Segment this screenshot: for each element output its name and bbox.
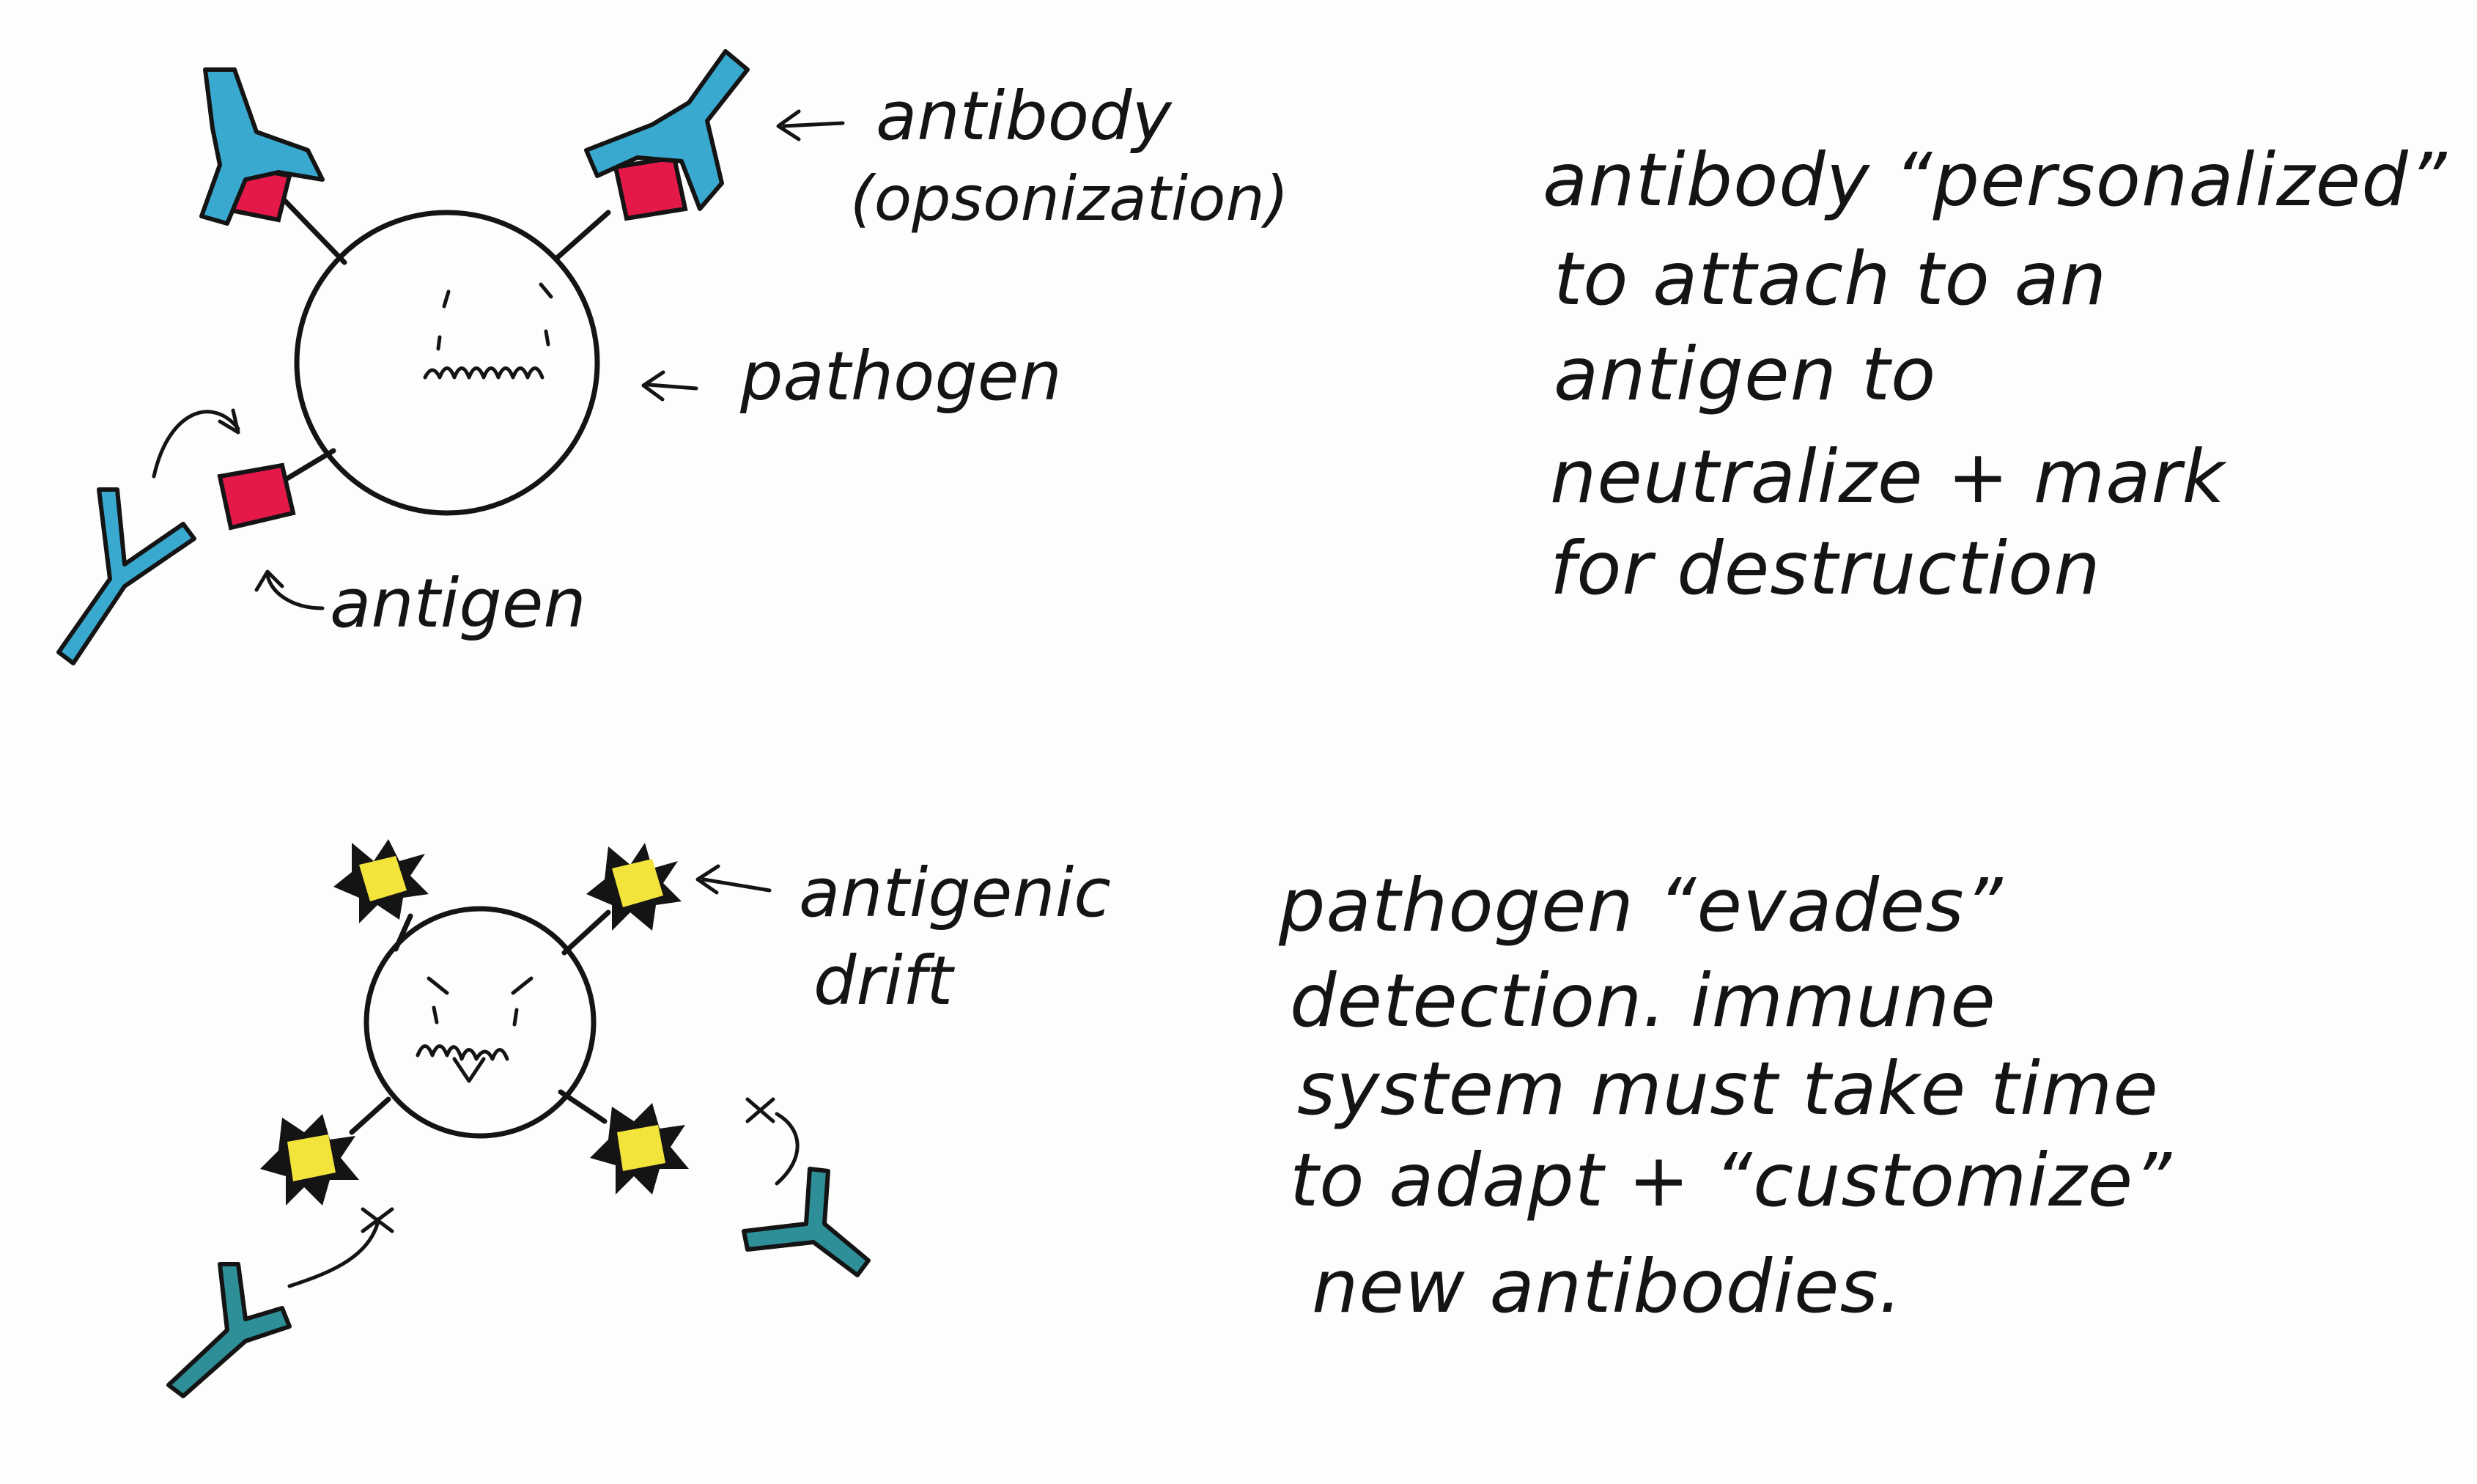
- top-note-line: for destruction: [1550, 525, 2101, 611]
- bottom-note-line: new antibodies.: [1312, 1244, 1902, 1329]
- drifted-antigen: [590, 1103, 689, 1195]
- top-note-line: antigen to: [1554, 331, 1936, 417]
- drifted-antigen: [260, 1114, 359, 1206]
- drifted-antigen: [586, 843, 682, 931]
- drifted-antigen: [333, 839, 429, 923]
- pathogen-circle-angry: [363, 906, 597, 1139]
- antibody-free-left: [166, 1262, 292, 1398]
- bottom-note-line: system must take time: [1297, 1046, 2159, 1132]
- antigen-arrow: [265, 573, 325, 610]
- bottom-diagram: antigenic drift: [166, 839, 1111, 1398]
- top-note-line: to attach to an: [1554, 236, 2107, 322]
- drift-label: drift: [813, 942, 955, 1020]
- antigenic-label: antigenic: [799, 854, 1111, 932]
- drift-arrow: [701, 877, 772, 893]
- blocked-arrow: [287, 1222, 380, 1288]
- pathogen-arrow: [646, 383, 698, 391]
- bottom-note-line: detection. immune: [1290, 958, 1996, 1044]
- antigen-label: antigen: [330, 564, 586, 643]
- binding-arrow: [152, 410, 240, 479]
- pathogen-face: [423, 282, 553, 380]
- antibody-free-right: [742, 1167, 871, 1277]
- antibody-top-right: [584, 49, 750, 211]
- top-note: antibody “personalized” to attach to an …: [1543, 137, 2448, 611]
- bottom-note-line: pathogen “evades”: [1278, 863, 2004, 948]
- stalk-top-left: [279, 195, 347, 265]
- antigen-square: [613, 155, 688, 221]
- top-note-line: neutralize + mark: [1550, 434, 2228, 520]
- pathogen-circle: [294, 210, 600, 516]
- blocked-arrow: [775, 1112, 800, 1186]
- pathogen-label: pathogen: [739, 337, 1062, 416]
- stalk-top-right: [554, 210, 611, 261]
- antibody-free: [56, 487, 196, 665]
- top-diagram: antibody (opsonization) pathogen antigen: [56, 49, 1288, 665]
- stalk-bottom-left: [276, 448, 336, 487]
- bottom-note: pathogen “evades” detection. immune syst…: [1278, 863, 2172, 1329]
- angry-face: [416, 976, 534, 1083]
- antibody-label: antibody: [876, 77, 1173, 155]
- antibody-arrow: [782, 121, 845, 128]
- bottom-note-line: to adapt + “customize”: [1290, 1137, 2172, 1223]
- top-note-line: antibody “personalized”: [1543, 137, 2448, 223]
- antibody-top-left: [199, 67, 325, 226]
- antigen-square: [217, 462, 296, 531]
- opsonization-label: (opsonization): [850, 163, 1288, 235]
